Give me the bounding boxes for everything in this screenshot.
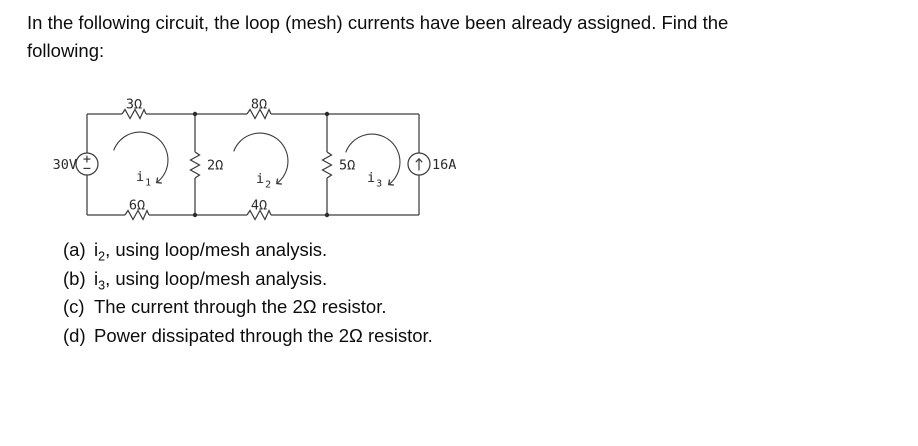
resistor-6ohm bbox=[124, 208, 150, 221]
question-row-d: (d) Power dissipated through the 2Ω resi… bbox=[63, 322, 433, 351]
resistor-4ohm-label: 4Ω bbox=[251, 198, 267, 214]
question-label: (d) bbox=[63, 325, 86, 347]
loop-label-i2: i2 bbox=[256, 171, 271, 191]
resistor-8ohm-label: 8Ω bbox=[251, 97, 267, 113]
loop-arrow-i1-icon bbox=[113, 131, 169, 184]
resistor-8ohm bbox=[246, 107, 272, 120]
voltage-source-circle-icon bbox=[75, 152, 99, 176]
junction-dots bbox=[192, 111, 330, 218]
resistor-6ohm-label: 6Ω bbox=[129, 198, 145, 214]
question-text: Power dissipated through the 2Ω resistor… bbox=[94, 325, 433, 347]
resistor-3ohm bbox=[121, 107, 147, 120]
problem-statement: In the following circuit, the loop (mesh… bbox=[27, 9, 907, 65]
question-text: i2, using loop/mesh analysis. bbox=[94, 239, 328, 264]
resistor-5ohm-label: 5Ω bbox=[339, 158, 355, 174]
question-text: i3, using loop/mesh analysis. bbox=[94, 267, 328, 293]
question-label: (c) bbox=[63, 296, 85, 318]
circuit-diagram: 3Ω 8Ω 6Ω 4Ω 2Ω 5Ω + − 30V 16A i1 i2 i3 bbox=[40, 88, 500, 233]
up-arrow-icon bbox=[415, 157, 423, 171]
resistor-2ohm bbox=[189, 151, 201, 179]
circuit-schematic: 3Ω 8Ω 6Ω 4Ω 2Ω 5Ω + − 30V 16A i1 i2 i3 bbox=[53, 97, 456, 221]
voltage-source-label: 30V bbox=[53, 157, 77, 173]
resistor-5ohm bbox=[321, 151, 333, 179]
voltage-source: + − 30V bbox=[53, 151, 99, 177]
question-list: (a) i2, using loop/mesh analysis. (b) i3… bbox=[63, 236, 433, 351]
current-source: 16A bbox=[407, 152, 456, 176]
question-row-a: (a) i2, using loop/mesh analysis. bbox=[63, 236, 433, 265]
current-source-circle-icon bbox=[407, 152, 431, 176]
junction-dot bbox=[192, 111, 198, 117]
minus-sign-icon: − bbox=[83, 161, 91, 177]
problem-statement-line-2: following: bbox=[27, 40, 105, 61]
question-label: (a) bbox=[63, 239, 86, 260]
resistor-4ohm bbox=[246, 208, 272, 221]
junction-dot bbox=[192, 212, 198, 218]
loop-arrow-i3-icon bbox=[345, 133, 401, 186]
plus-sign-icon: + bbox=[83, 151, 91, 167]
question-text: The current through the 2Ω resistor. bbox=[94, 296, 387, 318]
loop-label-i1: i1 bbox=[136, 169, 151, 189]
resistor-3ohm-label: 3Ω bbox=[126, 97, 142, 113]
junction-dot bbox=[324, 212, 330, 218]
loop-label-i3: i3 bbox=[367, 170, 382, 190]
resistor-2ohm-label: 2Ω bbox=[207, 158, 223, 174]
loop-arrow-i2-icon bbox=[233, 132, 289, 185]
junction-dot bbox=[324, 111, 330, 117]
question-row-c: (c) The current through the 2Ω resistor. bbox=[63, 293, 433, 322]
current-source-label: 16A bbox=[432, 157, 456, 173]
question-label: (b) bbox=[63, 267, 86, 289]
problem-statement-line-1: In the following circuit, the loop (mesh… bbox=[27, 12, 729, 33]
circuit-wires bbox=[86, 113, 420, 216]
question-row-b: (b) i3, using loop/mesh analysis. bbox=[63, 265, 433, 294]
